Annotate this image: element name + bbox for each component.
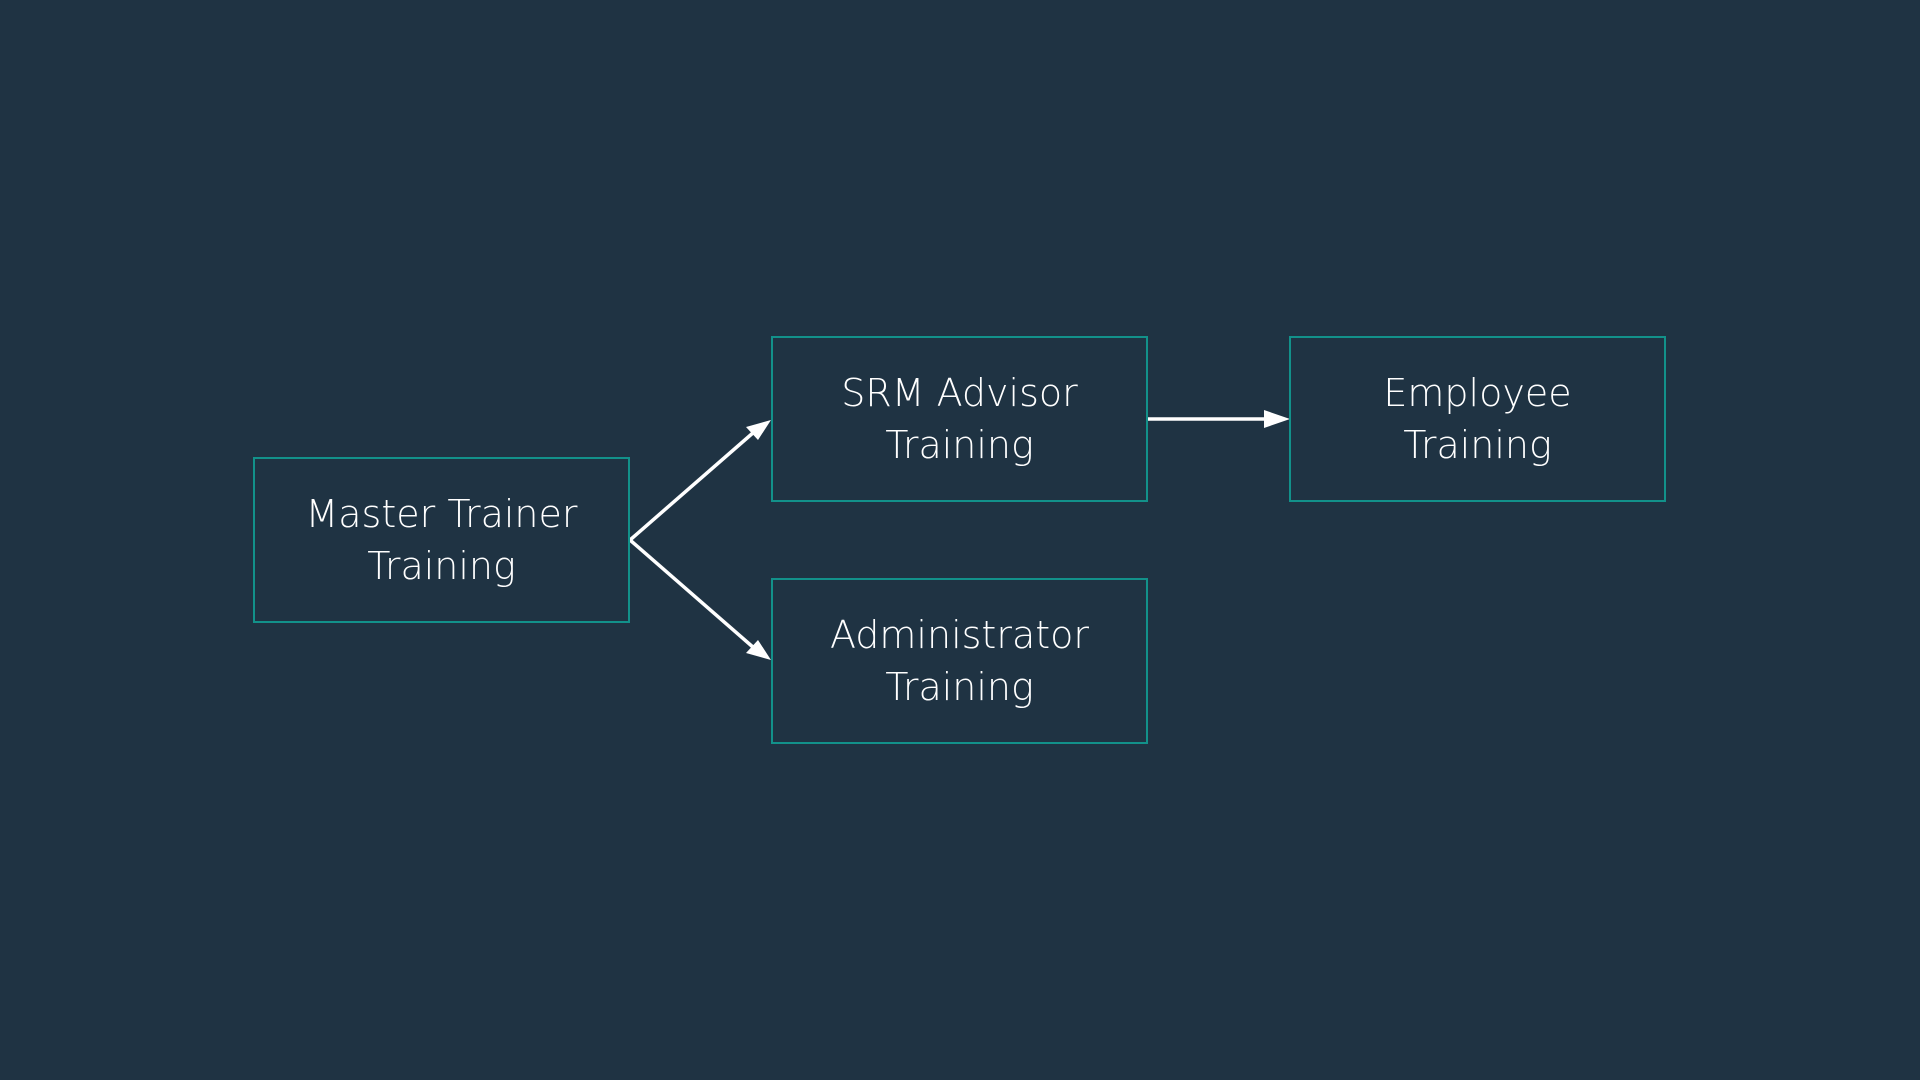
- node-label-line1: SRM Advisor: [841, 371, 1078, 415]
- node-label-line1: Employee: [1383, 371, 1572, 415]
- arrow-master-to-admin: [628, 538, 771, 660]
- node-label-line1: Administrator: [829, 613, 1090, 657]
- node-label-line2: Training: [1403, 423, 1552, 467]
- node-label-line2: Training: [885, 665, 1034, 709]
- arrow-master-to-srm: [628, 420, 771, 542]
- node-employee-training: Employee Training: [1289, 336, 1666, 502]
- node-label-line2: Training: [885, 423, 1034, 467]
- arrow-srm-to-employee: [1148, 410, 1290, 428]
- node-master-trainer-training: Master Trainer Training: [253, 457, 630, 623]
- node-administrator-training: Administrator Training: [771, 578, 1148, 744]
- node-srm-advisor-training: SRM Advisor Training: [771, 336, 1148, 502]
- node-label-line1: Master Trainer: [305, 492, 578, 536]
- node-label-line2: Training: [367, 544, 516, 588]
